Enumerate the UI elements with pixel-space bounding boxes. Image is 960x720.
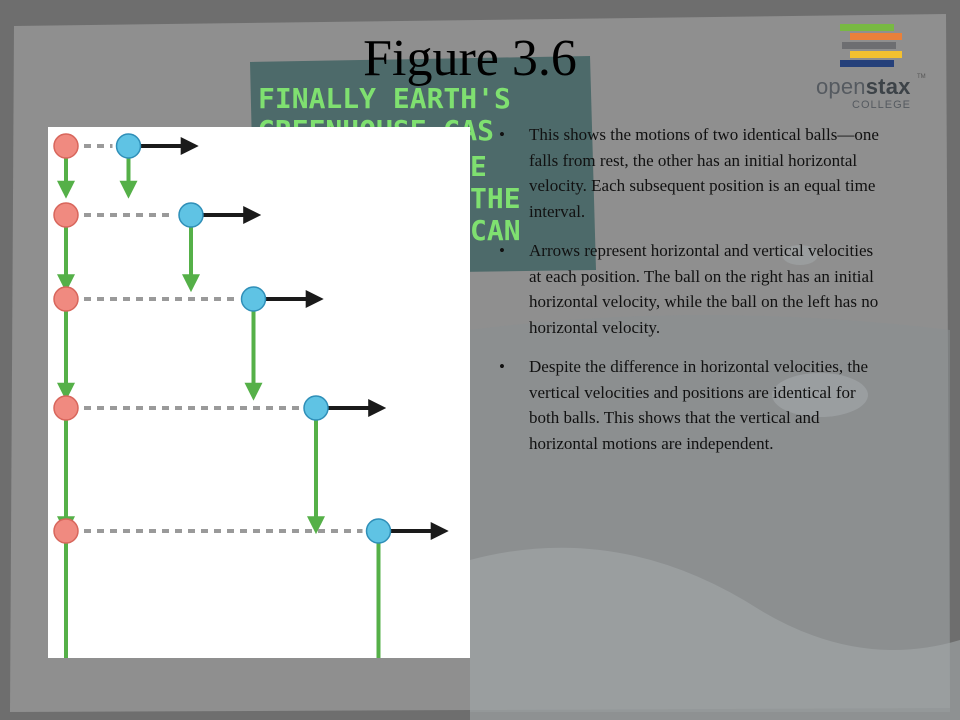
left-ball <box>53 518 79 544</box>
logo-bar <box>850 51 902 58</box>
logo-bar <box>840 24 894 31</box>
logo-bar <box>842 42 896 49</box>
background-object <box>772 373 868 417</box>
bullet-item: • This shows the motions of two identica… <box>493 122 883 224</box>
left-ball <box>53 395 79 421</box>
bullet-item: • Despite the difference in horizontal v… <box>493 354 883 456</box>
bullet-item: • Arrows represent horizontal and vertic… <box>493 238 883 340</box>
figure-panel <box>48 127 470 658</box>
logo-bar <box>840 60 894 67</box>
logo-word-light: open <box>816 74 866 99</box>
slide-title: Figure 3.6 <box>363 30 577 87</box>
bullet-text: Despite the difference in horizontal vel… <box>529 357 869 453</box>
right-ball <box>365 518 392 544</box>
right-ball <box>178 202 204 228</box>
logo-trademark: TM <box>917 74 926 80</box>
bullet-glyph: • <box>499 241 505 260</box>
left-ball <box>53 202 79 228</box>
logo-wordmark: openstax <box>816 74 911 100</box>
bullet-text: This shows the motions of two identical … <box>529 125 879 221</box>
bullet-text: Arrows represent horizontal and vertical… <box>529 241 879 337</box>
bullet-list: • This shows the motions of two identica… <box>493 122 883 470</box>
board-text-line: CAN <box>470 214 521 247</box>
bullet-glyph: • <box>499 125 505 144</box>
logo-word-bold: stax <box>865 74 911 99</box>
board-text-line: FINALLY EARTH'S <box>258 82 511 115</box>
logo-subtitle: COLLEGE <box>852 99 911 111</box>
left-ball <box>53 286 79 312</box>
openstax-logo: openstax TM COLLEGE <box>812 22 932 112</box>
right-ball <box>303 395 329 421</box>
right-ball <box>240 286 267 312</box>
background-object <box>782 245 818 265</box>
board-text-line: THE <box>470 182 521 215</box>
bullet-glyph: • <box>499 357 505 376</box>
left-ball <box>53 133 79 159</box>
board-text-line: E <box>470 150 487 183</box>
projectile-figure <box>53 133 449 658</box>
right-ball <box>115 133 142 159</box>
background-shape <box>470 547 960 720</box>
logo-bar <box>850 33 902 40</box>
